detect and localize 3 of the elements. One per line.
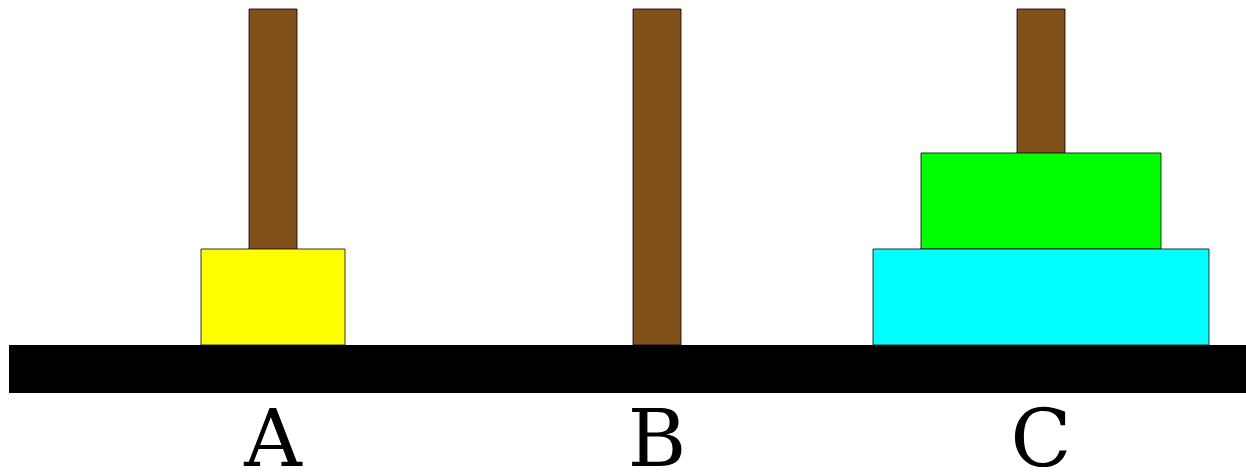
peg-label: C [1015,406,1067,468]
peg-label: A [243,407,303,466]
peg-label: B [632,407,682,466]
